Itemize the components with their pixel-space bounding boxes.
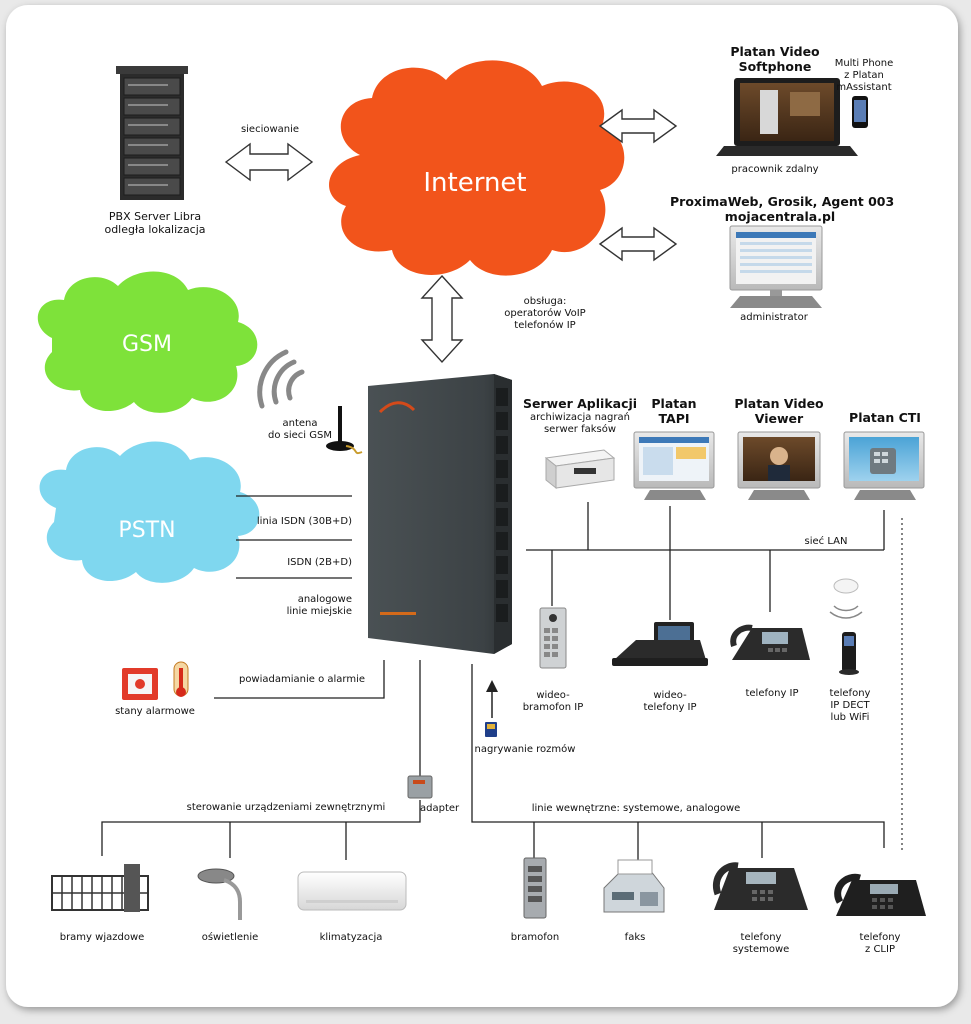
arrows-top: [224, 108, 678, 364]
isdn-30-label: linia ISDN (30B+D): [256, 516, 352, 527]
alarm-notify-label: powiadamianie o alarmie: [238, 674, 366, 685]
gates-label: bramy wjazdowe: [59, 932, 145, 943]
alarm-states-label: stany alarmowe: [115, 706, 195, 717]
antenna-icon: [326, 406, 363, 455]
smartphone-icon: [852, 96, 868, 128]
ac-label: klimatyzacja: [319, 932, 383, 943]
video-viewer-monitor-icon: [737, 431, 821, 500]
web-tools-arrow: [598, 226, 678, 262]
ip-phones-label: telefony IP: [745, 688, 799, 699]
softphone-arrow: [598, 108, 678, 144]
video-phone-ip-icon: [612, 622, 708, 666]
isdn-2-label: ISDN (2B+D): [287, 557, 352, 568]
air-conditioner-icon: [297, 871, 407, 911]
doorphone-icon: [523, 857, 547, 919]
video-doorphone-label: wideo-bramofon IP: [522, 690, 584, 713]
adapter-label: adapter: [420, 803, 460, 814]
admin-computer-icon: [729, 225, 823, 308]
call-recording-label: nagrywanie rozmów: [474, 744, 576, 755]
lan-label: sieć LAN: [804, 536, 848, 547]
gsm-cloud: [37, 271, 258, 413]
tapi-monitor-icon: [633, 431, 715, 500]
alarm-button-icon: [122, 668, 158, 700]
clip-phone-icon: [834, 873, 926, 916]
signal-waves-icon: [257, 349, 305, 409]
external-control-label: sterowanie urządzeniami zewnętrznymi: [186, 802, 386, 813]
gate-icon: [51, 864, 149, 912]
cti-monitor-icon: [843, 431, 925, 500]
cti-label: Platan CTI: [849, 410, 921, 425]
app-server-icon: [544, 449, 616, 490]
recording-arrow: [486, 680, 498, 718]
networking-arrow: [224, 142, 314, 182]
fax-label: faks: [624, 932, 646, 943]
networking-label: sieciowanie: [240, 124, 300, 135]
laptop-icon: [716, 78, 858, 156]
dect-access-point-icon: [829, 578, 863, 619]
pbx-server-rack-icon: [116, 66, 188, 200]
thermometer-icon: [173, 661, 189, 697]
app-server-title: Serwer Aplikacji: [522, 396, 638, 411]
remote-worker-label: pracownik zdalny: [731, 164, 819, 175]
pbx-main-unit-icon: [368, 374, 512, 654]
sd-card-icon: [485, 722, 497, 737]
internet-cloud: [329, 60, 625, 276]
internet-label: Internet: [423, 168, 527, 198]
voip-arrow: [420, 274, 464, 364]
video-doorphone-ip-icon: [539, 607, 567, 669]
administrator-label: administrator: [740, 312, 808, 323]
pstn-label: PSTN: [118, 518, 176, 543]
video-phones-label: wideo-telefony IP: [643, 690, 697, 713]
lighting-label: oświetlenie: [201, 932, 259, 943]
gsm-label: GSM: [122, 332, 172, 357]
fax-icon: [603, 859, 665, 913]
doorphone-label: bramofon: [510, 932, 560, 943]
system-phone-icon: [713, 862, 808, 910]
ip-phone-icon: [730, 624, 810, 660]
pstn-cloud: [39, 441, 260, 583]
dect-phone-icon: [839, 632, 859, 675]
street-lamp-icon: [197, 868, 242, 920]
internal-lines-label: linie wewnętrzne: systemowe, analogowe: [531, 803, 741, 814]
connection-lines: [101, 495, 885, 864]
adapter-icon: [407, 775, 433, 799]
